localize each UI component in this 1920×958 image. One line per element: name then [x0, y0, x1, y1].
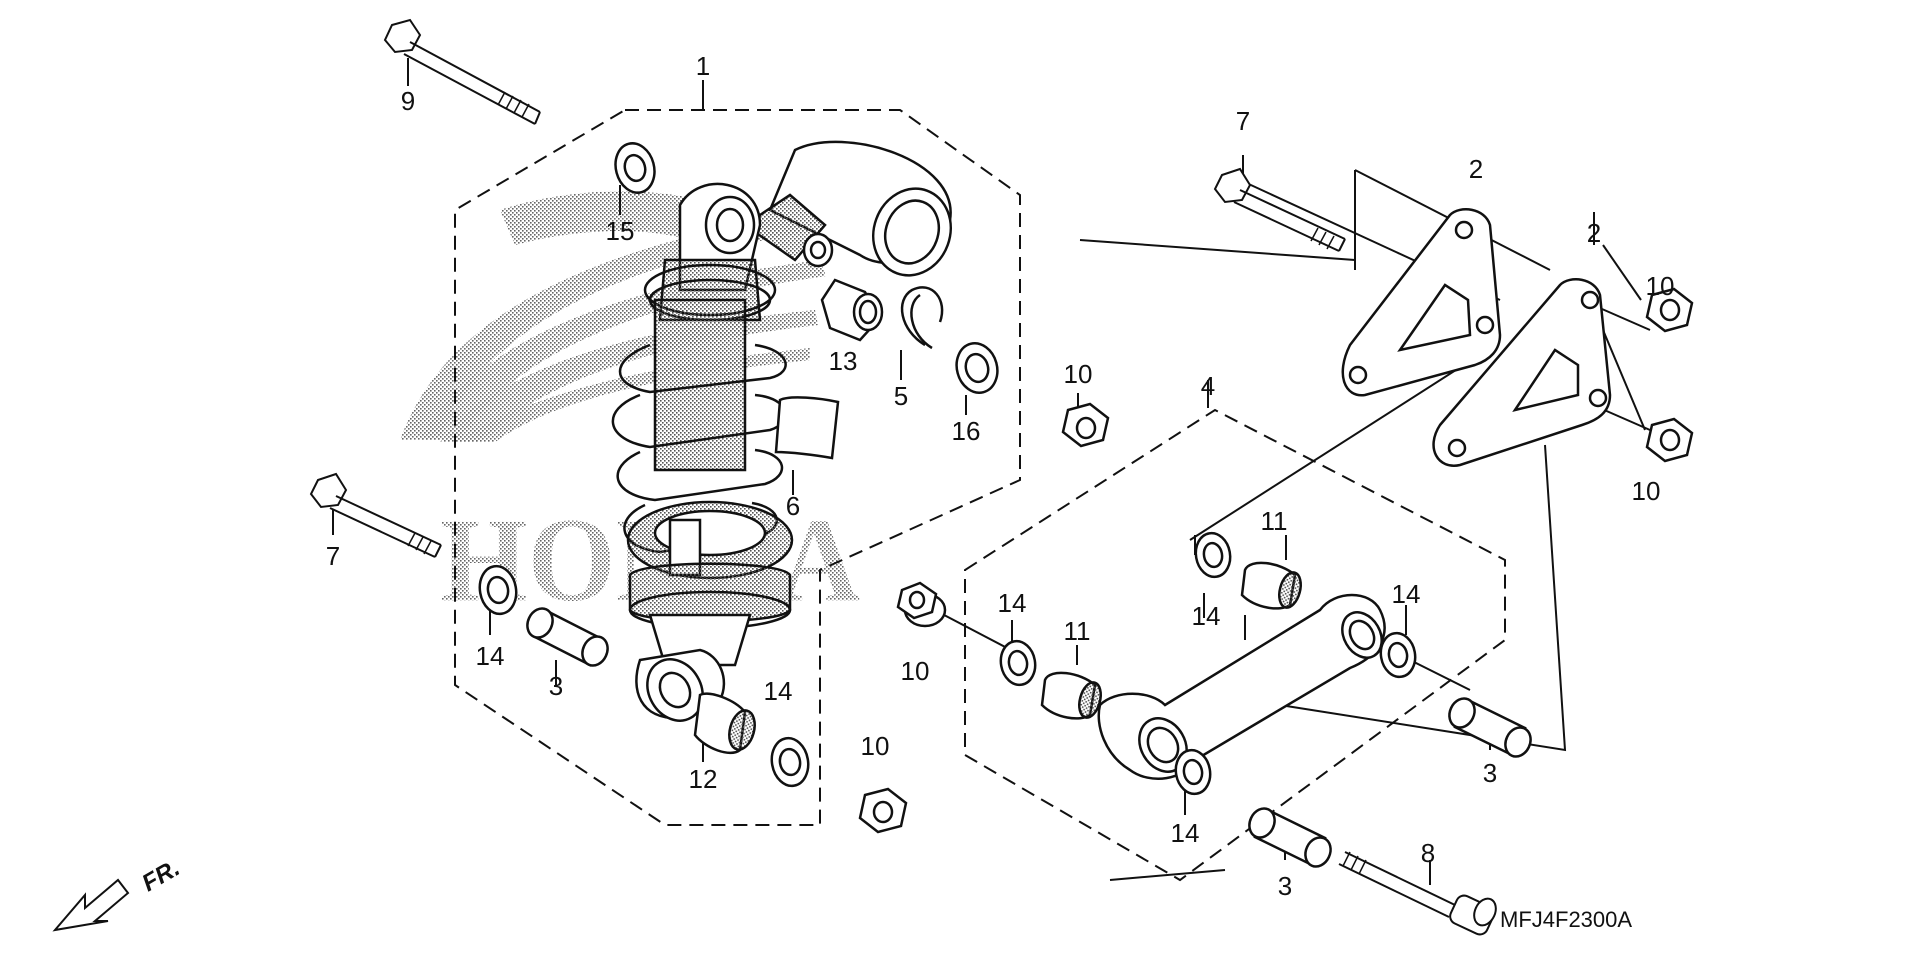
- shock-absorber-1: [611, 140, 952, 722]
- dust-seal-14-link-upper: [1194, 531, 1232, 579]
- callout-14-left: 14: [476, 641, 505, 671]
- leader-lines: [332, 58, 1651, 885]
- nut-10-bottom: [858, 787, 908, 834]
- bracket-2-left: [1341, 208, 1502, 397]
- dust-seal-16: [955, 342, 999, 394]
- callout-14-link-right: 14: [1392, 579, 1421, 609]
- callout-14-link-bottom: 14: [1171, 818, 1200, 848]
- callout-10-bottom: 10: [861, 731, 890, 761]
- callout-numbers: 1 9 15 13 5 16 6 7 14 3 14 12 10 10 10 1…: [326, 51, 1675, 901]
- bearing-11-upper: [1240, 561, 1302, 610]
- collar-3-bottom: [1248, 807, 1332, 868]
- bolt-8: [1338, 851, 1497, 936]
- callout-14-lower: 14: [764, 676, 793, 706]
- callout-7-right: 7: [1236, 106, 1250, 136]
- bolt-9: [383, 18, 541, 125]
- callout-2-right: 2: [1587, 218, 1601, 248]
- callout-10-right-upper: 10: [1646, 271, 1675, 301]
- circlip-5: [900, 286, 944, 350]
- callout-10-flange: 10: [901, 656, 930, 686]
- front-indicator-label: FR.: [138, 854, 185, 897]
- nut-10-flange: [896, 581, 947, 628]
- callout-6: 6: [786, 491, 800, 521]
- callout-5: 5: [894, 381, 908, 411]
- collar-3-right: [1448, 697, 1532, 758]
- dust-seal-14-left: [478, 564, 518, 616]
- bearing-11-lower: [1040, 671, 1102, 720]
- callout-3-left: 3: [549, 671, 563, 701]
- callout-10-middle: 10: [1064, 359, 1093, 389]
- bolt-7-left: [309, 472, 442, 558]
- front-arrow-icon: [52, 878, 130, 932]
- callout-3-right: 3: [1483, 758, 1497, 788]
- bearing-12: [693, 692, 756, 755]
- nut-10-upper-middle: [1061, 402, 1110, 448]
- dust-seal-14-link-bottom: [1174, 748, 1212, 796]
- callout-9: 9: [401, 86, 415, 116]
- dust-seal-14-lower: [770, 736, 810, 788]
- callout-3-bottom: 3: [1278, 871, 1292, 901]
- callout-8: 8: [1421, 838, 1435, 868]
- callout-4: 4: [1201, 371, 1215, 401]
- label-plate-6: [774, 396, 840, 460]
- nut-10-right-upper: [1645, 287, 1694, 333]
- bolt-7-right: [1213, 167, 1346, 252]
- diagram-code: MFJ4F2300A: [1500, 907, 1632, 932]
- callout-14-link-upper: 14: [1192, 601, 1221, 631]
- bushing-13: [820, 278, 884, 342]
- callout-15: 15: [606, 216, 635, 246]
- callout-14-link-left: 14: [998, 588, 1027, 618]
- assembly-1-boundary: [454, 109, 1021, 826]
- assembly-4-boundary: [964, 408, 1506, 882]
- collar-3-left: [526, 607, 609, 667]
- callout-16: 16: [952, 416, 981, 446]
- dust-seal-14-link-right: [1379, 631, 1417, 679]
- callout-10-right-lower: 10: [1632, 476, 1661, 506]
- callout-13: 13: [829, 346, 858, 376]
- dust-seal-15: [614, 142, 656, 194]
- nut-10-right-lower: [1645, 417, 1694, 463]
- callout-1: 1: [696, 51, 710, 81]
- callout-12: 12: [689, 764, 718, 794]
- callout-11-upper: 11: [1261, 506, 1288, 536]
- callout-2-left: 2: [1469, 154, 1483, 184]
- callout-11-lower: 11: [1064, 616, 1091, 646]
- callout-7-left: 7: [326, 541, 340, 571]
- bracket-2-right: [1432, 278, 1612, 467]
- dust-seal-14-link-left: [999, 639, 1037, 687]
